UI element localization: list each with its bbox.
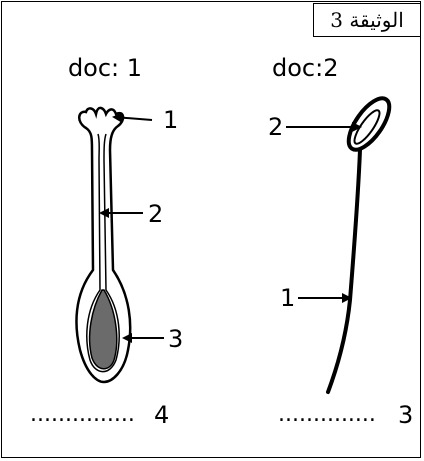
doc2-head-outer [341, 92, 397, 156]
doc2-structure [328, 92, 397, 392]
doc2-tail [328, 150, 360, 392]
doc1-callout-3: 3 [168, 325, 183, 353]
doc1-caption-dots: ............... [30, 401, 135, 429]
doc1-callout-2: 2 [148, 200, 163, 228]
doc1-structure [76, 108, 130, 382]
doc1-caption-number: 4 [154, 401, 169, 429]
doc2-caption-dots: .............. [278, 401, 376, 429]
doc2-callout-2: 2 [268, 113, 283, 141]
doc2-caption-number: 3 [398, 401, 413, 429]
doc1-callout-1: 1 [163, 106, 178, 134]
doc2-callout-1: 1 [280, 284, 295, 312]
